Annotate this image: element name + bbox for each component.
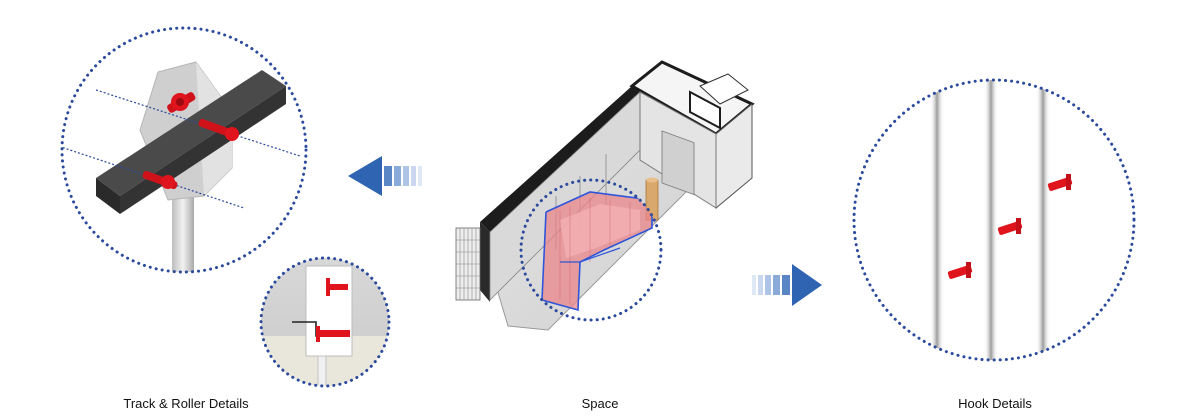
facade-grid (455, 227, 481, 301)
red-roller (198, 118, 239, 141)
curtain-fold (930, 80, 944, 360)
red-hook (1047, 174, 1073, 191)
dark-wall (480, 86, 640, 232)
caption-hook: Hook Details (958, 396, 1032, 411)
caption-space: Space (581, 396, 619, 411)
rear-rooms (629, 60, 755, 210)
roller-section-view (259, 256, 391, 388)
red-hook (997, 218, 1023, 235)
curtain-volume (541, 191, 653, 312)
track-frame (305, 265, 353, 357)
track-detail-view (60, 26, 308, 274)
detail-ring (852, 78, 1136, 362)
red-hook (947, 262, 973, 279)
detail-ring (519, 178, 663, 322)
detail-ring (60, 26, 308, 274)
track-beam (96, 70, 286, 196)
red-roller (167, 92, 196, 113)
arrow-left-icon (348, 156, 422, 196)
support-post (172, 190, 194, 272)
arrow-right-icon (752, 264, 822, 306)
curtain-fold (1036, 80, 1050, 360)
curtain-fold (984, 80, 998, 360)
space-isometric-view (455, 60, 755, 331)
red-roller (142, 170, 178, 190)
hook-detail-view (852, 78, 1136, 362)
detail-ring (259, 256, 391, 388)
caption-track-roller: Track & Roller Details (123, 396, 249, 411)
